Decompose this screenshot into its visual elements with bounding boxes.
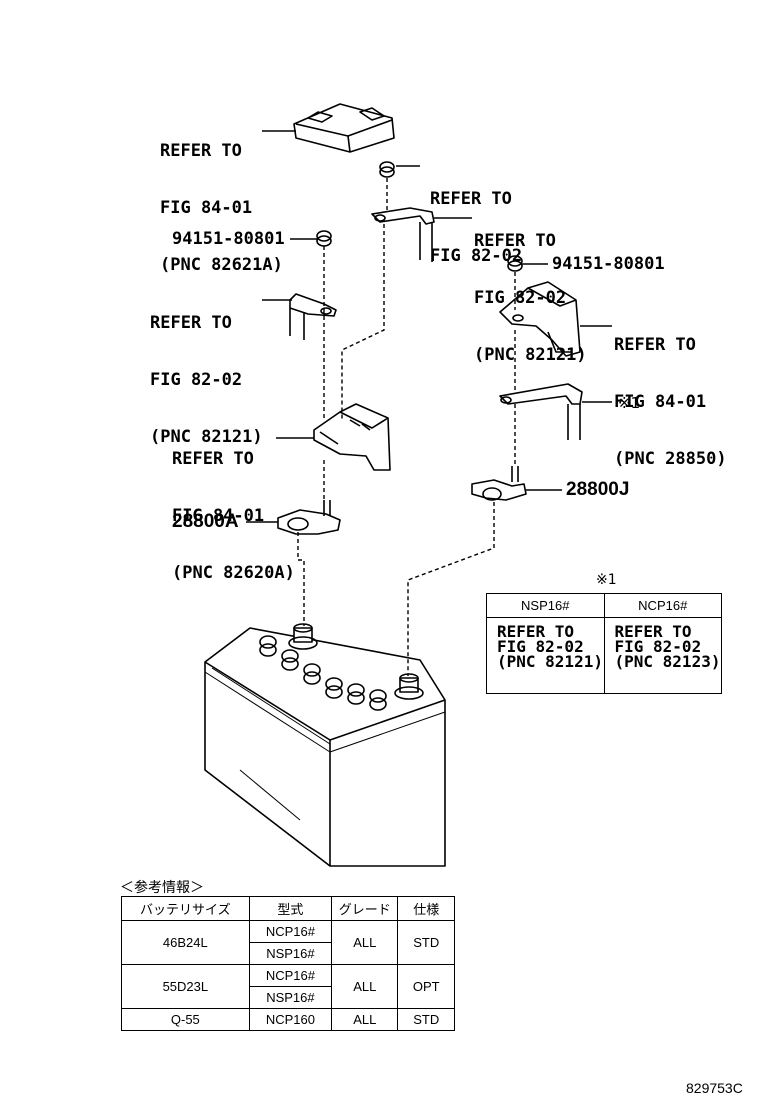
battery-spec-cell: STD: [397, 920, 455, 965]
callout-fig84-01-82620a: REFER TO FIG 84-01 (PNC 82620A): [172, 449, 295, 583]
part-number-nut-right: 94151-80801: [552, 254, 665, 274]
terminal-28800j: [471, 466, 527, 501]
battery-header-size: バッテリサイズ: [121, 896, 250, 921]
cable-note-1: [499, 383, 583, 440]
battery-size-cell: 55D23L: [121, 964, 250, 1009]
battery-posts: [288, 623, 424, 700]
fuse-block: [313, 403, 391, 471]
note-header-ncp16: NCP16#: [603, 593, 722, 618]
part-number-terminal-left: 28800A: [172, 511, 239, 532]
part-number-terminal-right: 28800J: [566, 479, 630, 500]
fuse-cover: [293, 103, 395, 153]
cable-82121-left: [289, 293, 337, 340]
nut-top: [379, 161, 395, 178]
part-number-nut-left: 94151-80801: [172, 229, 285, 249]
note-table-title: ※1: [596, 572, 617, 588]
battery-grade-cell: ALL: [331, 1008, 399, 1031]
callout-fig82-02-top: REFER TO FIG 82-02: [430, 189, 523, 266]
callout-fig82-02-82121-right: REFER TO FIG 82-02 (PNC 82121): [474, 231, 587, 365]
battery-model-cell: NCP160: [248, 1008, 333, 1031]
battery-spec-cell: OPT: [397, 964, 455, 1009]
battery-table-title: ＜参考情報＞: [120, 880, 204, 896]
battery-model-cell: NCP16#: [248, 964, 333, 987]
battery-header-model: 型式: [248, 896, 333, 921]
battery-size-cell: 46B24L: [121, 920, 250, 965]
leader-lines: [246, 130, 612, 523]
battery-model-cell: NSP16#: [248, 986, 333, 1009]
note-header-nsp16: NSP16#: [486, 593, 605, 618]
battery-model-cell: NCP16#: [248, 920, 333, 943]
battery-spec-cell: STD: [397, 1008, 455, 1031]
battery-grade-cell: ALL: [331, 920, 399, 965]
bracket-28850: [499, 281, 581, 357]
diagram-code: 829753C: [686, 1080, 743, 1096]
callout-fig82-02-82121-left: REFER TO FIG 82-02 (PNC 82121): [150, 313, 263, 447]
terminal-28800a: [277, 500, 341, 535]
battery-header-grade: グレード: [331, 896, 399, 921]
cable-82121-upper: [371, 207, 435, 262]
battery-header-spec: 仕様: [397, 896, 455, 921]
battery-size-cell: Q-55: [121, 1008, 250, 1031]
battery-illustration: [204, 623, 446, 867]
battery-table: バッテリサイズ 型式 グレード 仕様 46B24L NCP16# ALL STD…: [121, 896, 455, 1031]
battery-caps: [259, 635, 387, 711]
assembly-lines: [297, 178, 516, 676]
battery-model-cell: NSP16#: [248, 942, 333, 965]
nut-right: [507, 255, 523, 272]
nut-left: [316, 230, 332, 247]
callout-fig84-01-82621a: REFER TO FIG 84-01 (PNC 82621A): [160, 141, 283, 275]
callout-fig84-01-28850: REFER TO FIG 84-01 (PNC 28850): [614, 335, 727, 469]
battery-grade-cell: ALL: [331, 964, 399, 1009]
note-ref-mark: ※1: [618, 394, 641, 412]
